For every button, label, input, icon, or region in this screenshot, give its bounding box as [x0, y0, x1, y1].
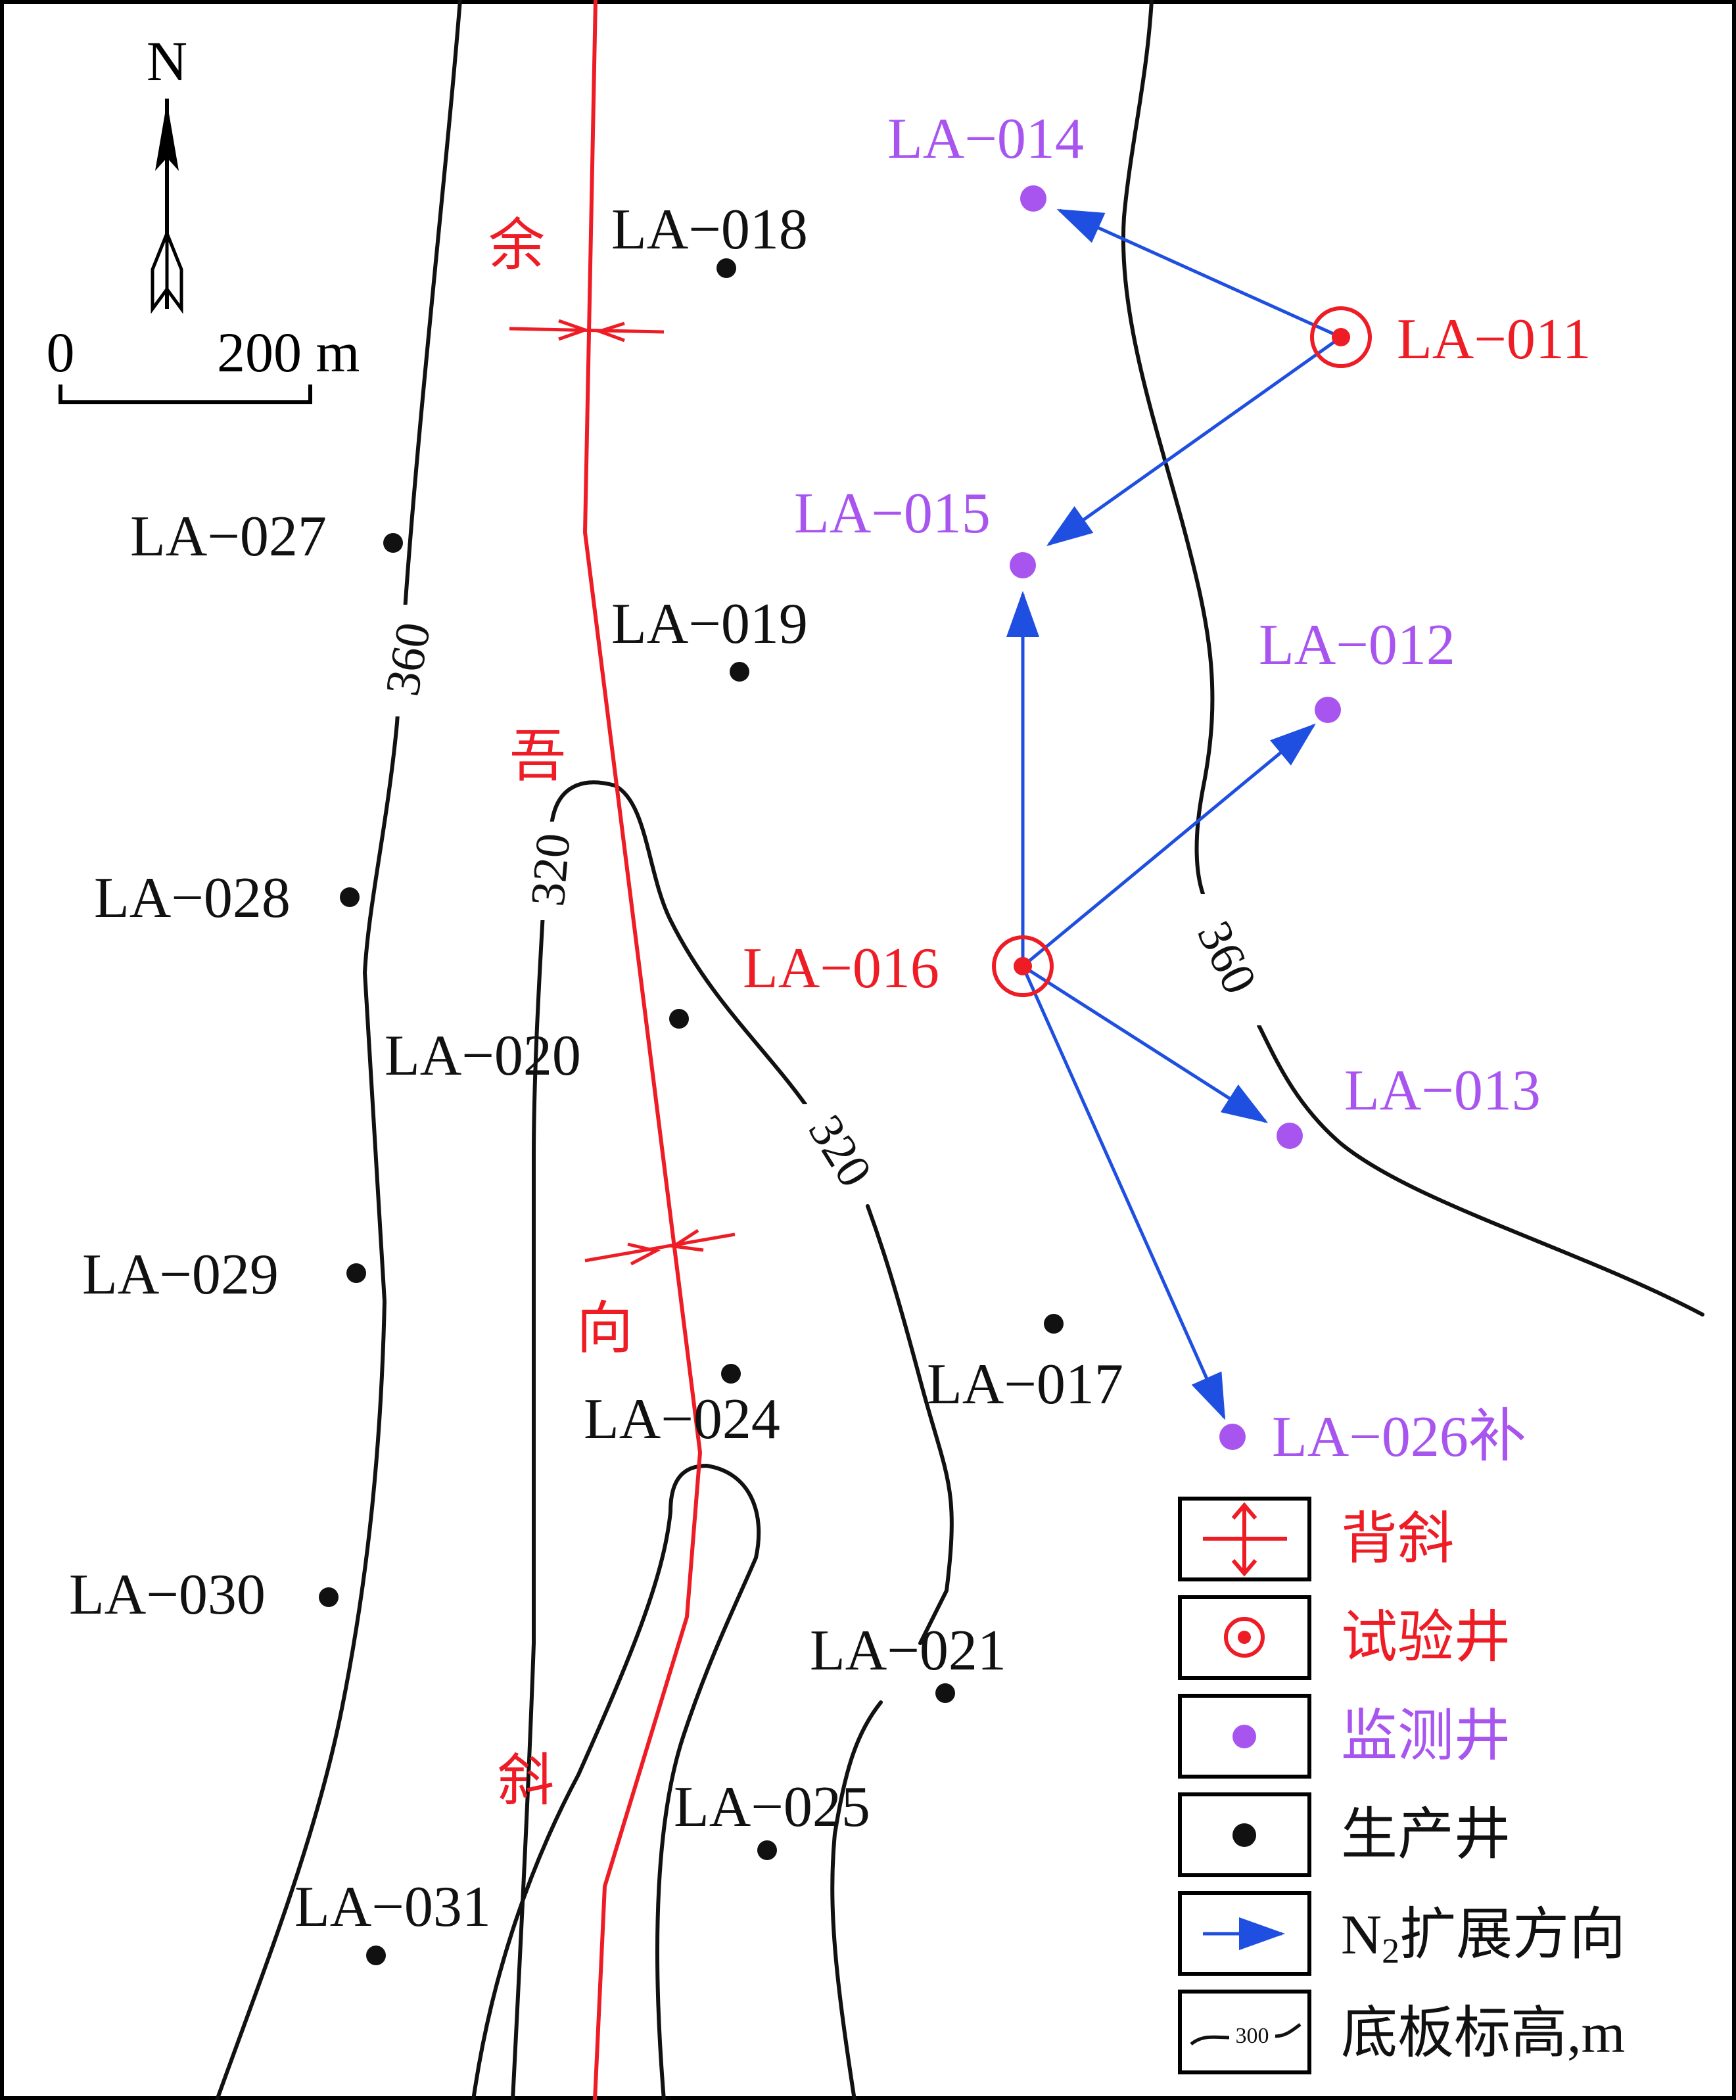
production-well-LA-020: LA−020 [385, 1009, 689, 1088]
scale-max: 200 m [217, 321, 360, 384]
legend: 背斜 试验井 监测井 生产井 N2扩展方向 [1178, 1497, 1626, 2074]
monitor-well-icon [1232, 1725, 1256, 1748]
production-well-LA-019: LA−019 [611, 592, 808, 682]
monitor-well-LA-014: LA−014 [887, 107, 1084, 212]
syncline-name: 余 吾 向 斜 [488, 214, 633, 1812]
syncline-char-1: 余 [488, 214, 545, 277]
production-well-LA-031: LA−031 [294, 1875, 491, 1965]
production-well-LA-029: LA−029 [82, 1243, 366, 1307]
production-well-LA-028: LA−028 [94, 866, 360, 930]
legend-label-test-well: 试验井 [1341, 1606, 1511, 1669]
arrow-016-to-012 [1021, 723, 1316, 968]
scale-bar: 0 200 m [47, 321, 360, 404]
contour-360-left [215, 0, 462, 2100]
test-well-LA-011: LA−011 [1310, 306, 1591, 371]
axis-marker-top [509, 319, 665, 342]
axis-marker-bottom [584, 1228, 736, 1266]
well-label-LA-028: LA−028 [94, 866, 291, 930]
contour-label-320-mid: 320 [521, 831, 580, 909]
production-well-LA-018: LA−018 [611, 198, 808, 278]
legend-item-production-well: 生产井 [1178, 1792, 1511, 1877]
test-wells: LA−011 LA−016 [743, 306, 1591, 1000]
legend-item-test-well: 试验井 [1178, 1595, 1511, 1680]
legend-item-monitor-well: 监测井 [1178, 1694, 1511, 1779]
arrow-016-to-013 [1021, 964, 1269, 1123]
legend-label-monitor-well: 监测井 [1341, 1704, 1511, 1767]
well-label-LA-014: LA−014 [887, 107, 1084, 171]
syncline-char-3: 向 [576, 1297, 633, 1360]
legend-item-n2-direction: N2扩展方向 [1178, 1891, 1626, 1976]
monitor-wells: LA−014 LA−015 LA−012 LA−013 LA−026补 [794, 107, 1541, 1469]
contour-inner-loop [471, 1464, 761, 2100]
well-label-LA-030: LA−030 [69, 1563, 266, 1627]
contour-320-west [511, 912, 545, 2100]
syncline-char-2: 吾 [509, 725, 566, 788]
well-label-LA-017: LA−017 [927, 1353, 1123, 1416]
arrow-016-to-026 [1021, 965, 1226, 1420]
legend-label-production-well: 生产井 [1341, 1803, 1511, 1866]
anticline-icon [1203, 1502, 1287, 1577]
well-label-LA-011: LA−011 [1397, 308, 1591, 371]
arrow-011-to-015 [1046, 335, 1342, 546]
syncline-char-4: 斜 [498, 1749, 554, 1812]
legend-item-anticline: 背斜 [1178, 1497, 1454, 1581]
production-well-LA-021: LA−021 [810, 1619, 1006, 1703]
well-label-LA-012: LA−012 [1259, 613, 1455, 677]
north-label: N [147, 30, 187, 93]
contour-label-360-left: 360 [375, 618, 441, 700]
north-arrow: N [147, 30, 187, 314]
north-arrow-head-icon [155, 102, 179, 171]
well-label-LA-031: LA−031 [294, 1875, 491, 1939]
monitor-well-LA-012: LA−012 [1259, 613, 1455, 723]
legend-sample-value: 300 [1236, 2024, 1269, 2048]
legend-label-n2-direction: N2扩展方向 [1341, 1903, 1626, 1971]
contour-360-right-lower [1257, 1023, 1704, 1317]
monitor-well-LA-013: LA−013 [1277, 1059, 1541, 1149]
contour-320-east-bottom [830, 1700, 883, 2100]
production-well-LA-017: LA−017 [927, 1314, 1123, 1416]
well-label-LA-027: LA−027 [130, 505, 327, 569]
production-well-LA-024: LA−024 [584, 1364, 780, 1451]
well-label-LA-015: LA−015 [794, 482, 991, 546]
monitor-well-LA-026: LA−026补 [1219, 1405, 1526, 1469]
legend-label-anticline: 背斜 [1341, 1507, 1454, 1570]
production-wells: LA−018 LA−019 LA−020 LA−017 LA−024 LA−02… [69, 198, 1123, 1965]
legend-label-floor-elevation: 底板标高,m [1341, 2001, 1625, 2065]
production-well-icon [1232, 1823, 1256, 1847]
arrow-011-to-014 [1056, 208, 1342, 339]
contour-labels: 360 320 320 360 [375, 605, 1267, 1203]
test-well-icon [1224, 1617, 1265, 1658]
well-label-LA-020: LA−020 [385, 1024, 581, 1088]
well-label-LA-021: LA−021 [810, 1619, 1006, 1683]
well-label-LA-025: LA−025 [674, 1775, 870, 1839]
well-label-LA-016: LA−016 [743, 937, 939, 1000]
production-well-LA-027: LA−027 [130, 505, 403, 569]
syncline-axis [509, 0, 736, 2100]
legend-item-floor-elevation: 300 底板标高,m [1178, 1990, 1625, 2074]
scale-zero: 0 [47, 321, 75, 384]
contour-lines [215, 0, 1704, 2100]
monitor-well-LA-015: LA−015 [794, 482, 1036, 578]
contour-360-right [1121, 0, 1215, 896]
well-label-LA-029: LA−029 [82, 1243, 279, 1307]
well-label-LA-018: LA−018 [611, 198, 808, 262]
contour-320-east-lower [866, 1204, 954, 1645]
test-well-LA-016: LA−016 [743, 935, 1054, 1000]
contour-sample-icon [1190, 2023, 1302, 2045]
well-label-LA-024: LA−024 [584, 1388, 780, 1451]
well-label-LA-013: LA−013 [1344, 1059, 1541, 1123]
n2-arrows [1006, 208, 1342, 1420]
contour-320-east [549, 780, 807, 1106]
well-label-LA-019: LA−019 [611, 592, 808, 656]
production-well-LA-030: LA−030 [69, 1563, 339, 1627]
production-well-LA-025: LA−025 [674, 1775, 870, 1860]
well-label-LA-026: LA−026补 [1272, 1405, 1526, 1469]
